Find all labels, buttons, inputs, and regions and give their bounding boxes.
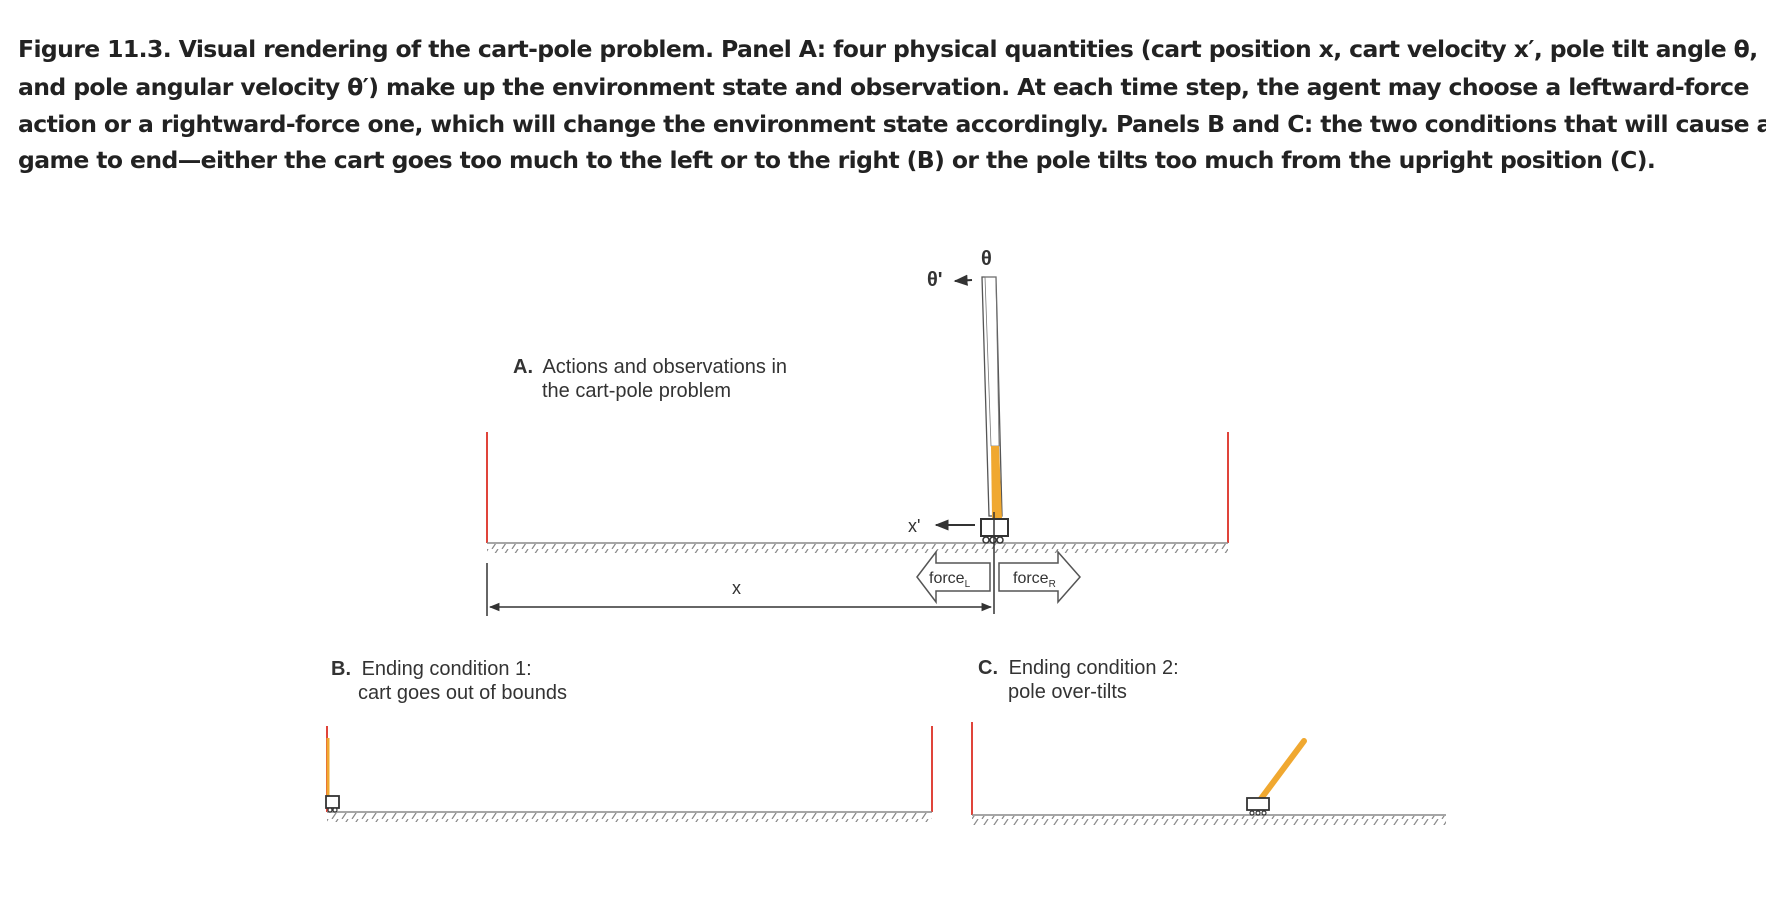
theta-prime-arrow [953, 274, 973, 286]
panel-a-title-line2: the cart-pole problem [542, 380, 731, 402]
panel-b-title-line1: Ending condition 1: [362, 658, 532, 680]
force-left-label: force [929, 570, 965, 587]
theta-prime-label: θ' [927, 269, 943, 291]
track-c [972, 814, 1446, 825]
force-left-arrow: forceL [916, 549, 991, 605]
force-right-label: force [1013, 570, 1049, 587]
cart-c [1246, 797, 1270, 816]
panel-b-letter: B. [331, 658, 351, 680]
svg-text:forceL: forceL [929, 570, 971, 590]
svg-text:forceR: forceR [1013, 570, 1056, 590]
svg-text:B. Ending condition 1:: B. Ending condition 1: [331, 658, 532, 680]
panel-b-title-line2: cart goes out of bounds [358, 682, 567, 704]
panel-a-letter: A. [513, 356, 533, 378]
pole-c [1257, 738, 1307, 803]
cart-b [325, 795, 340, 813]
panel-c: C. Ending condition 2: pole over-tilts [971, 657, 1446, 825]
panel-c-title-line1: Ending condition 2: [1009, 657, 1179, 679]
force-right-arrow: forceR [998, 550, 1081, 604]
caption-line-2: and pole angular velocity θ′) make up th… [18, 73, 1749, 101]
panel-c-letter: C. [978, 657, 998, 679]
panel-b: B. Ending condition 1: cart goes out of … [325, 658, 933, 822]
panel-a: A. Actions and observations in the cart-… [486, 248, 1229, 616]
caption-line-3: action or a rightward-force one, which w… [18, 110, 1766, 138]
theta-label: θ [981, 248, 992, 270]
track-b [327, 811, 932, 822]
figure-caption: Figure 11.3. Visual rendering of the car… [18, 30, 1766, 178]
caption-line-4: game to end—either the cart goes too muc… [18, 146, 1656, 174]
x-prime-label: x' [908, 516, 920, 536]
force-left-sub: L [965, 579, 971, 590]
force-right-sub: R [1049, 579, 1056, 590]
caption-line-1: Figure 11.3. Visual rendering of the car… [18, 35, 1758, 63]
svg-text:C. Ending condition 2:: C. Ending condition 2: [978, 657, 1179, 679]
svg-text:A. Actions and observati: A. Actions and observations in [513, 356, 787, 378]
track-a [487, 542, 1228, 553]
panel-c-title-line2: pole over-tilts [1008, 681, 1127, 703]
panel-a-title-line1: Actions and observations in [542, 356, 787, 378]
x-label: x [732, 578, 741, 598]
pole-a [981, 276, 1003, 518]
